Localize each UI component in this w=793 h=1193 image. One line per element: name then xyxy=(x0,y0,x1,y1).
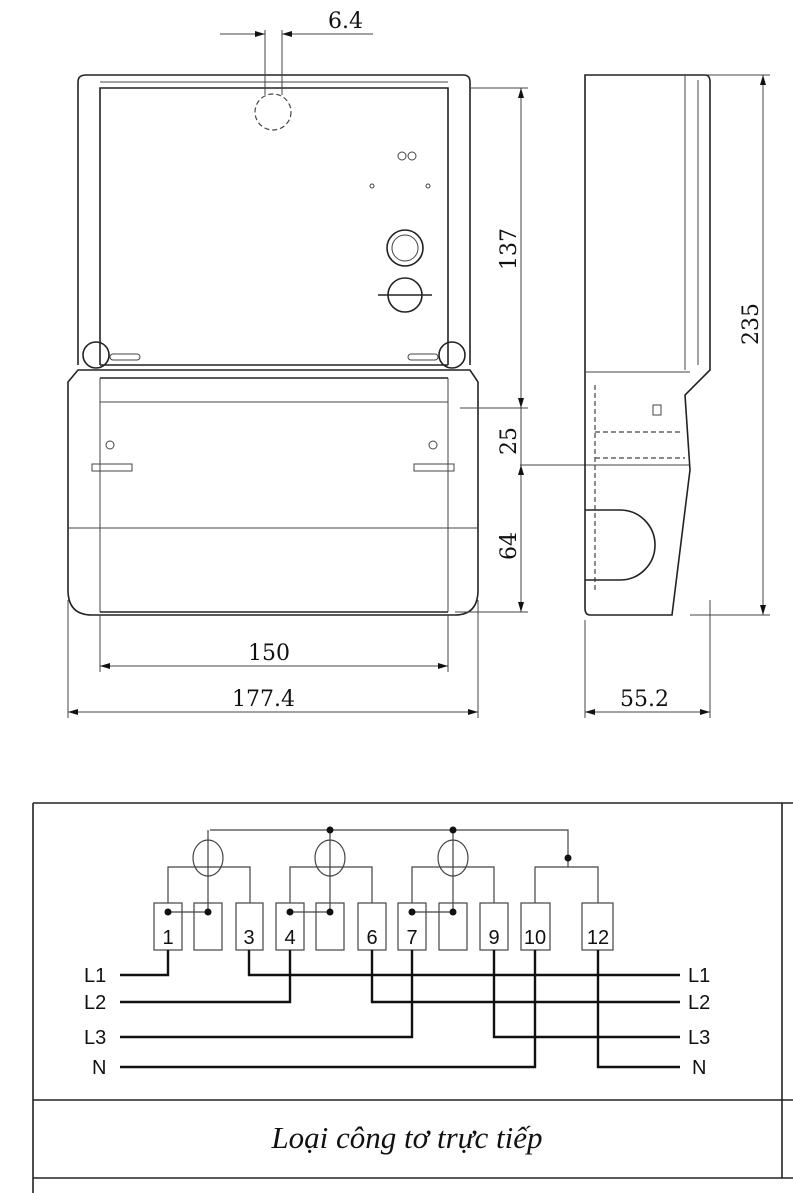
terminal-label: 10 xyxy=(524,927,546,949)
line-label-right: L2 xyxy=(688,992,710,1014)
dim-total-height: 235 xyxy=(739,303,764,345)
dim-hole-width: 6.4 xyxy=(328,9,363,34)
terminal-label: 1 xyxy=(162,927,173,949)
line-label-right: L1 xyxy=(688,965,710,987)
line-label-right: N xyxy=(692,1057,706,1079)
line-label-left: N xyxy=(92,1057,106,1079)
dim-middle-height: 25 xyxy=(497,427,522,455)
dimensions: 6.4 150 177.4 137 25 64 235 55.2 xyxy=(67,9,770,718)
line-label-left: L2 xyxy=(84,992,106,1014)
terminal-label: 12 xyxy=(587,927,609,949)
terminal-label: 9 xyxy=(488,927,499,949)
dim-lower-height: 64 xyxy=(497,532,522,560)
dim-depth: 55.2 xyxy=(620,687,669,712)
side-view xyxy=(584,74,711,616)
wiring-table xyxy=(32,802,793,1193)
caption: Loại công tơ trực tiếp xyxy=(270,1120,542,1155)
wiring-diagram: 1 3 4 6 7 9 10 12 L1 L2 L3 N L1 L2 L3 N xyxy=(84,826,710,1079)
dim-inner-width: 150 xyxy=(248,641,290,666)
line-label-right: L3 xyxy=(688,1027,710,1049)
line-label-left: L3 xyxy=(84,1027,106,1049)
dim-total-width: 177.4 xyxy=(232,687,295,712)
terminal-label: 3 xyxy=(243,927,254,949)
screw-icon xyxy=(82,341,110,369)
screw-icon xyxy=(438,341,466,369)
dim-upper-height: 137 xyxy=(497,228,522,270)
terminal-label: 4 xyxy=(284,927,295,949)
terminal-block: 1 3 4 6 7 9 10 12 xyxy=(153,902,614,951)
line-label-left: L1 xyxy=(84,965,106,987)
terminal-label: 7 xyxy=(406,927,417,949)
terminal-label: 6 xyxy=(366,927,377,949)
front-view xyxy=(67,74,479,616)
